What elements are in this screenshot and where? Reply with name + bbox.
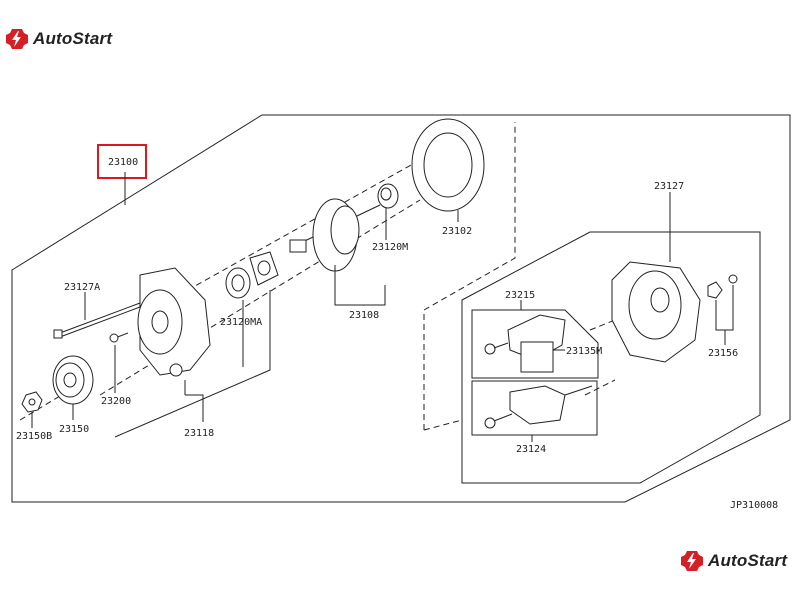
brand-logo-bottom: AutoStart (680, 550, 787, 572)
rear-bearing-part (377, 183, 399, 209)
label-23127A: 23127A (64, 282, 100, 293)
label-23215: 23215 (505, 290, 535, 301)
brush-holder-part (484, 314, 566, 373)
label-23100: 23100 (108, 157, 138, 168)
pulley-nut-part (21, 391, 43, 413)
through-bolt-part (53, 302, 141, 339)
leader-lines (31, 172, 734, 442)
label-23120M: 23120M (372, 242, 408, 253)
highlight-box (97, 144, 147, 179)
pulley-part (52, 355, 94, 405)
gear-bolt-icon (681, 551, 703, 571)
dashed-guide (589, 317, 621, 331)
rear-cover-part (611, 261, 701, 363)
regulator-box (471, 380, 598, 436)
dashed-guide (169, 159, 421, 301)
regulator-part (484, 385, 593, 429)
label-23118: 23118 (184, 428, 214, 439)
brand-logo-top: AutoStart (5, 28, 112, 50)
label-23150B: 23150B (16, 431, 52, 442)
label-23108: 23108 (349, 310, 379, 321)
brand-name: AutoStart (33, 29, 113, 48)
stator-part (411, 118, 485, 212)
dashed-guide (423, 419, 463, 431)
diagram-code: JP310008 (730, 500, 778, 511)
label-23135M: 23135M (566, 346, 602, 357)
assembly-frame (11, 114, 791, 503)
dashed-guide (423, 122, 516, 430)
front-bearing-part (225, 267, 251, 299)
rear-cover-frame (461, 231, 761, 484)
brush-holder-box (471, 309, 599, 379)
label-23102: 23102 (442, 226, 472, 237)
dashed-guide (19, 395, 61, 421)
brand-name: AutoStart (708, 551, 788, 570)
dashed-guide (584, 379, 616, 396)
terminal-nut-part (707, 274, 738, 299)
label-23150: 23150 (59, 424, 89, 435)
rotor-part (289, 198, 381, 272)
screw-part (109, 332, 129, 343)
gear-bolt-icon (6, 29, 28, 49)
label-23156: 23156 (708, 348, 738, 359)
label-23124: 23124 (516, 444, 546, 455)
label-23120MA: 23120MA (220, 317, 262, 328)
front-housing-part (137, 267, 211, 377)
bearing-retainer-part (249, 251, 279, 286)
label-23200: 23200 (101, 396, 131, 407)
label-23127: 23127 (654, 181, 684, 192)
